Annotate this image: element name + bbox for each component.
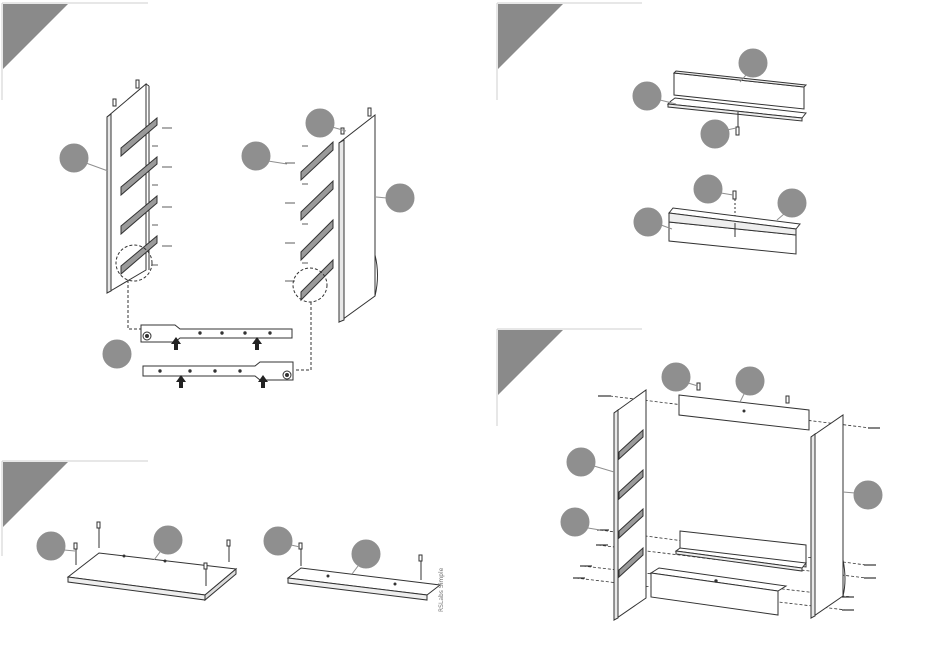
step-1-badge xyxy=(2,3,148,100)
step-2-diagram xyxy=(668,71,806,254)
step-3-diagram xyxy=(68,522,440,600)
push-arrows xyxy=(171,337,268,388)
footer-note: RSLabs Simple xyxy=(438,568,445,612)
step-2-badge xyxy=(497,3,642,100)
step-1-diagram xyxy=(107,80,378,388)
rail-detail-bottom xyxy=(143,362,293,380)
right-rails xyxy=(301,142,333,300)
rail-detail-top xyxy=(141,325,292,342)
step-4-left-panel xyxy=(614,390,646,620)
step-4-right-panel xyxy=(811,415,843,618)
step-4-diagram xyxy=(573,383,880,620)
step-3-badge xyxy=(2,461,148,556)
